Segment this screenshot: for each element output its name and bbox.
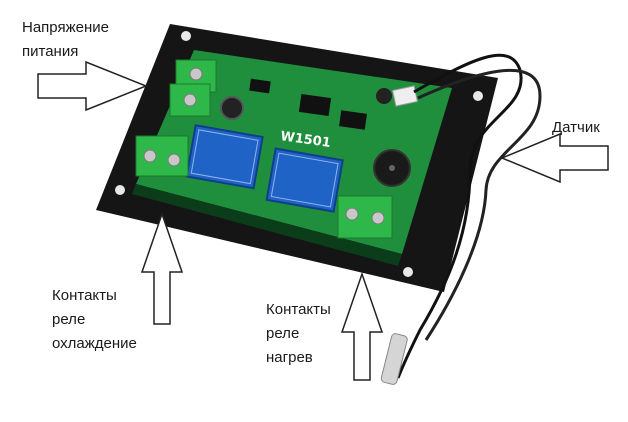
mount-hole <box>115 185 125 195</box>
mount-hole <box>403 267 413 277</box>
buzzer-hole <box>389 165 395 171</box>
arrow-up-icon <box>340 271 384 381</box>
ic-chip <box>249 78 271 94</box>
sensor-probe <box>380 333 408 385</box>
terminal-block-cooling <box>135 135 189 177</box>
ic-chip <box>298 93 332 117</box>
label-cooling-relay: Контакты реле охлаждение <box>52 284 137 356</box>
board-model-label: W1501 <box>279 129 331 151</box>
arrow-right-icon <box>37 60 149 112</box>
relay-cooling <box>185 124 264 190</box>
arrow-left-icon <box>500 132 609 184</box>
label-line: нагрев <box>266 349 313 366</box>
terminal-block-heating <box>337 195 393 239</box>
arrow-up-icon <box>140 211 184 325</box>
sensor-cable <box>396 53 523 379</box>
sensor-connector <box>391 85 419 107</box>
label-line: Датчик <box>552 119 600 136</box>
capacitor <box>376 88 392 104</box>
label-line: питания <box>22 43 79 60</box>
mount-hole <box>473 91 483 101</box>
relay-heating <box>265 147 344 213</box>
pcb-shadow <box>132 184 402 266</box>
capacitor <box>220 96 244 120</box>
label-line: охлаждение <box>52 335 137 352</box>
label-line: Напряжение <box>22 19 109 36</box>
label-line: Контакты <box>52 287 117 304</box>
ic-chip <box>339 110 367 130</box>
label-power-supply: Напряжение питания <box>22 16 109 64</box>
label-line: реле <box>266 325 300 342</box>
terminal-block-power <box>169 59 217 117</box>
sensor-cable <box>417 68 542 341</box>
label-sensor: Датчик <box>552 116 600 140</box>
label-line: реле <box>52 311 86 328</box>
label-line: Контакты <box>266 301 331 318</box>
mount-hole <box>181 31 191 41</box>
label-heating-relay: Контакты реле нагрев <box>266 298 331 370</box>
